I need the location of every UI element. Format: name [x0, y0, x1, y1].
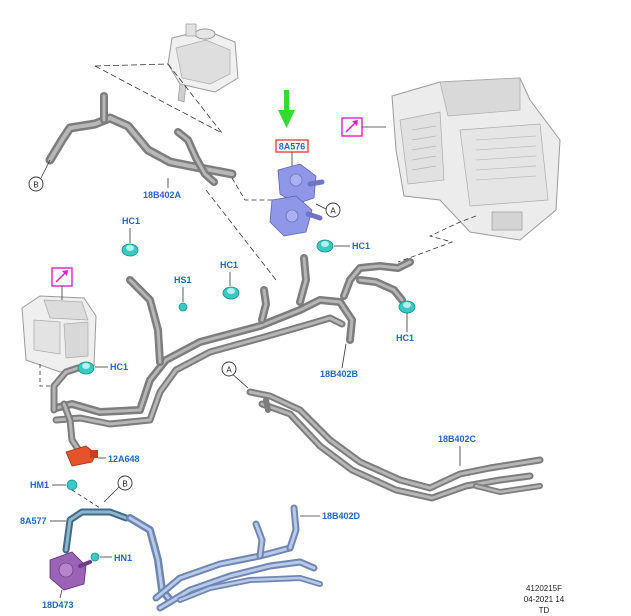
- footer-line-2: 04-2021 14: [524, 595, 565, 604]
- ref-a-circle-lower: A: [221, 361, 237, 377]
- pump-18d473: [49, 551, 92, 591]
- svg-text:8A576: 8A576: [279, 142, 306, 152]
- label-18b402c: 18B402C: [438, 434, 477, 444]
- valve-8a576: [269, 163, 325, 237]
- callout-arrow-icon-left: [51, 267, 73, 287]
- label-hc1-c: HC1: [352, 241, 370, 251]
- clamp-hc1-b: [222, 286, 240, 300]
- label-12a648: 12A648: [108, 454, 140, 464]
- label-hm1: HM1: [30, 480, 49, 490]
- ref-a-circle-valve: A: [325, 202, 341, 218]
- clamp-hn1: [90, 552, 100, 562]
- label-hc1-a: HC1: [122, 216, 140, 226]
- label-18b402d: 18B402D: [322, 511, 361, 521]
- label-hc1-d: HC1: [396, 333, 414, 343]
- label-hc1-e: HC1: [110, 362, 128, 372]
- hvac-module: [391, 77, 561, 241]
- ref-b-circle-lower: B: [117, 475, 133, 491]
- clamp-hc1-d: [398, 300, 416, 314]
- clamp-hm1: [66, 479, 78, 491]
- footer-line-3: TD: [539, 606, 550, 615]
- label-hc1-b: HC1: [220, 260, 238, 270]
- label-18d473: 18D473: [42, 600, 74, 610]
- label-18b402b: 18B402B: [320, 369, 359, 379]
- ref-b-circle-top: B: [28, 176, 44, 192]
- callout-arrow-icon: [341, 117, 363, 137]
- clamp-hc1-a: [121, 243, 139, 257]
- label-8a576: 8A576: [275, 139, 309, 153]
- svg-text:A: A: [330, 207, 336, 216]
- label-8a577: 8A577: [20, 516, 47, 526]
- leader-dashed: [94, 63, 223, 134]
- svg-text:B: B: [33, 181, 38, 190]
- hose-18b402b: [50, 254, 414, 456]
- svg-text:B: B: [122, 480, 127, 489]
- hose-18b402d: [126, 504, 323, 612]
- hose-18b402a: [45, 92, 237, 186]
- clamp-hc1-e: [77, 361, 95, 375]
- coolant-reservoir: [167, 23, 239, 103]
- green-down-arrow-icon: [278, 90, 295, 128]
- heater-unit: [21, 295, 97, 373]
- label-hs1: HS1: [174, 275, 192, 285]
- clamp-hs1: [178, 302, 188, 312]
- hose-18b402c: [246, 388, 544, 502]
- footer-reference: 4120215F 04-2021 14 TD: [524, 584, 565, 615]
- sensor-12a648: [65, 445, 98, 467]
- clamp-hc1-c: [316, 239, 334, 253]
- hose-8a577: [62, 508, 130, 554]
- svg-text:A: A: [226, 366, 232, 375]
- label-18b402a: 18B402A: [143, 190, 182, 200]
- label-hn1: HN1: [114, 553, 132, 563]
- footer-line-1: 4120215F: [526, 584, 562, 593]
